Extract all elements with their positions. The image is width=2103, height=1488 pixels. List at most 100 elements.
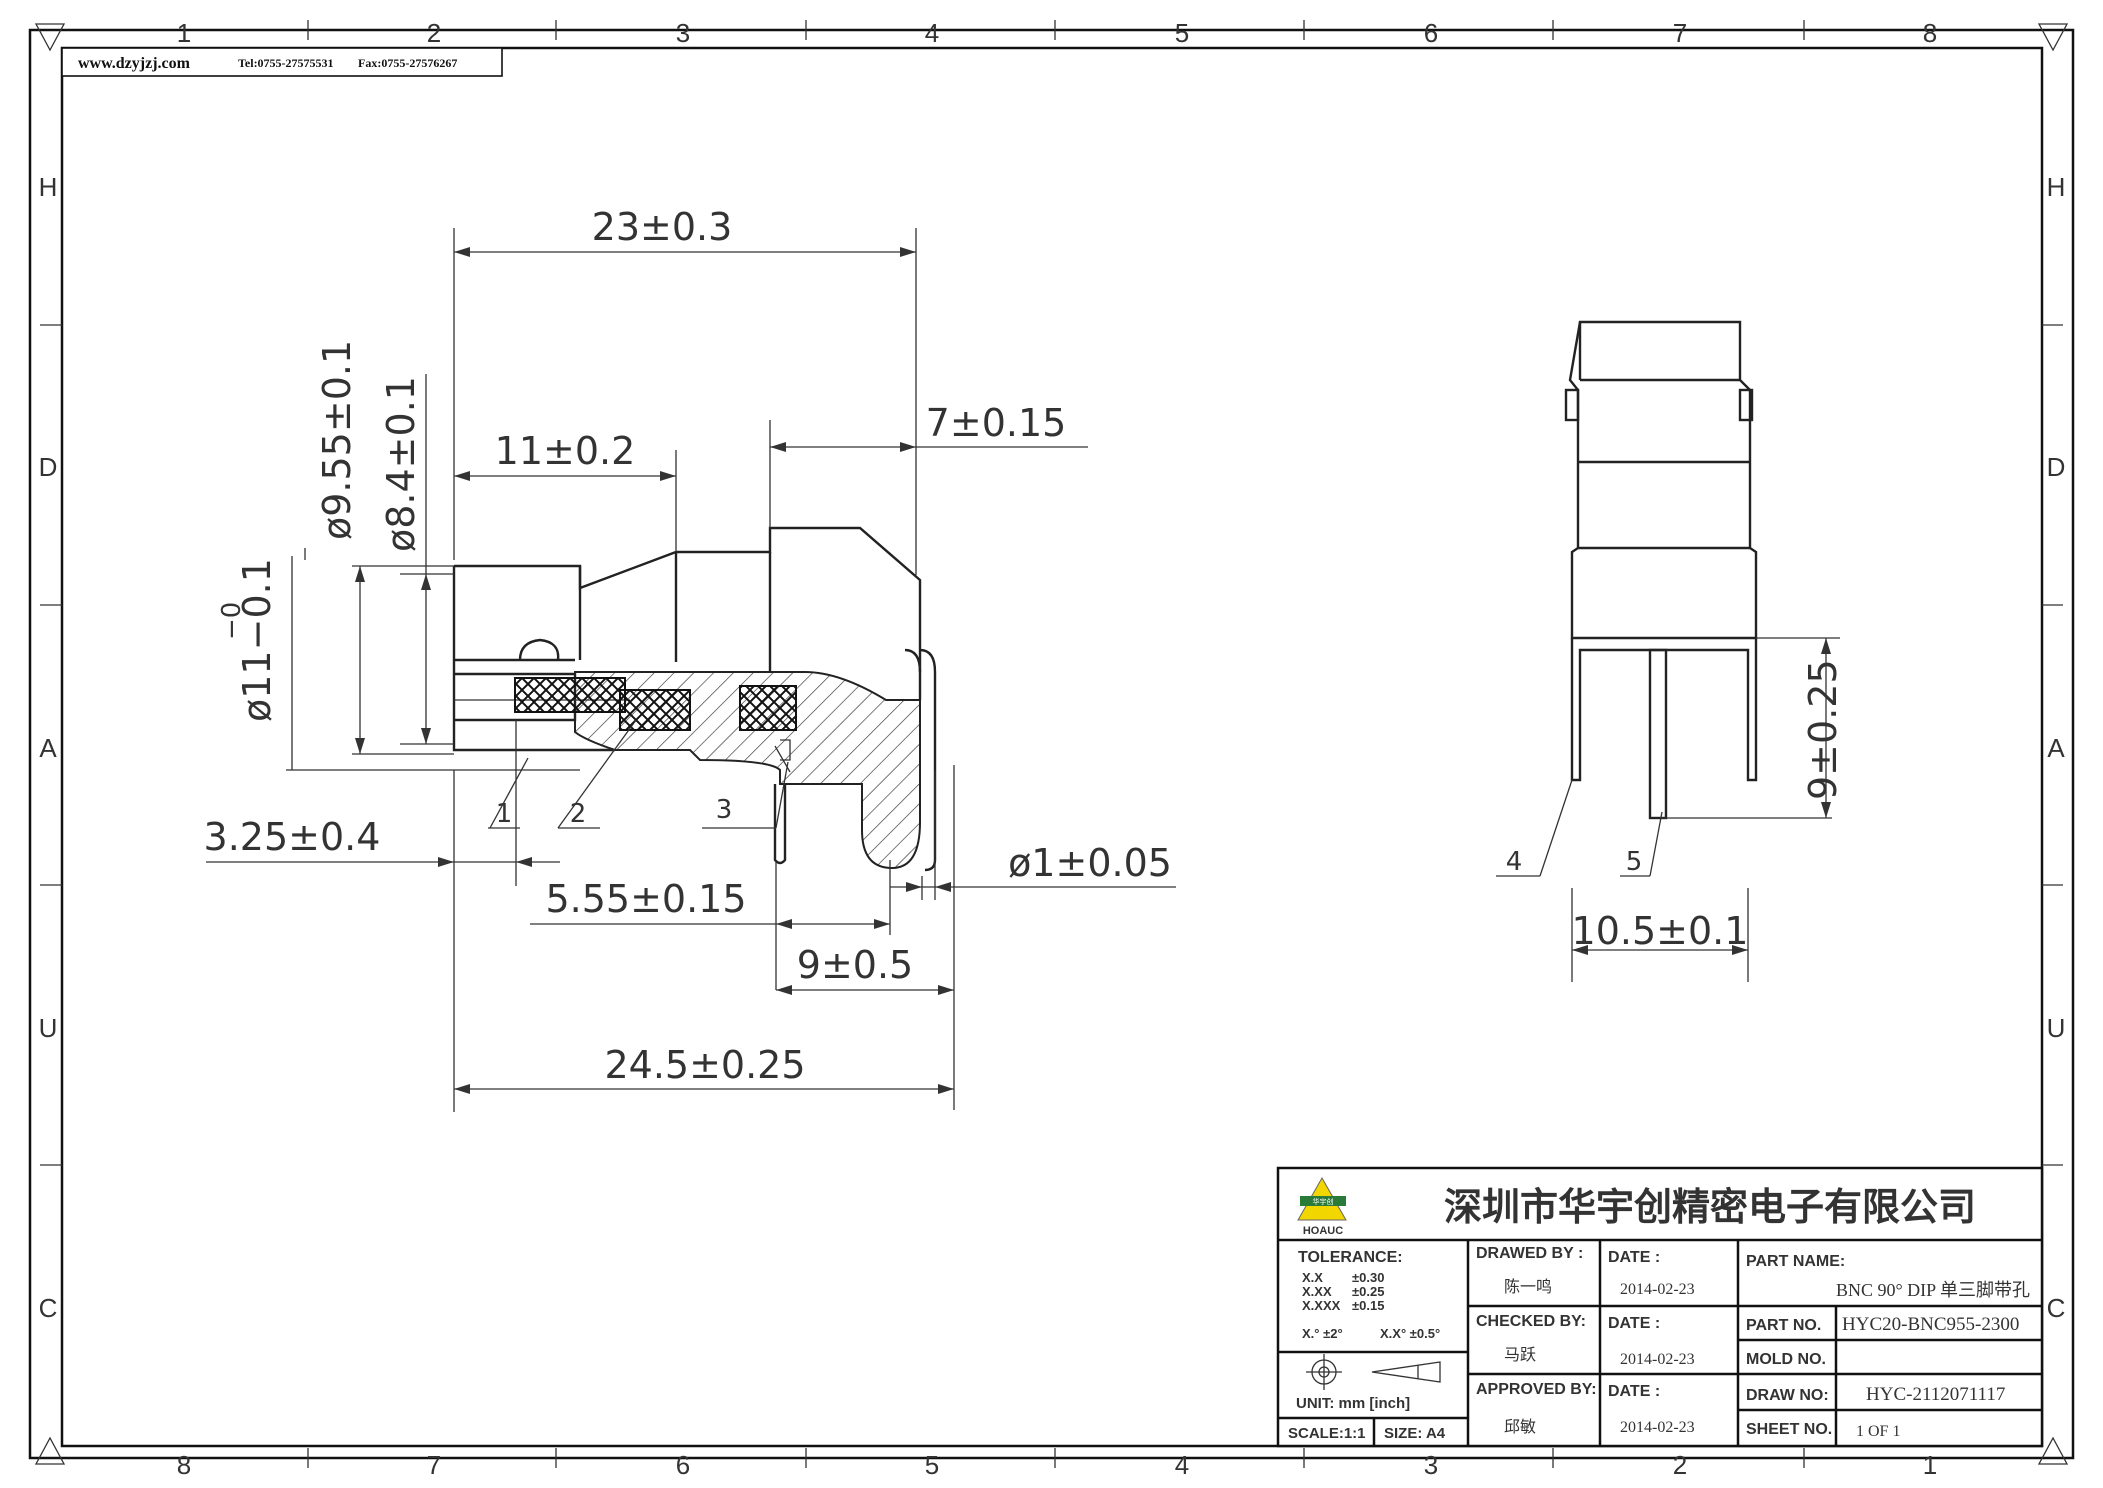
tol-row-2-val: ±0.25 — [1352, 1284, 1384, 1299]
company-logo: 华宇创 HOAUC — [1297, 1176, 1347, 1237]
part-no-label: PART NO. — [1746, 1317, 1821, 1334]
fax-text: Fax:0755-27576267 — [358, 56, 457, 70]
checked-by-value: 马跃 — [1504, 1346, 1536, 1364]
zone-top-6: 6 — [1424, 18, 1438, 48]
tol-angle-a: X.° ±2° — [1302, 1326, 1343, 1341]
zone-right-A: A — [2047, 733, 2065, 763]
dim-84: ø8.4±0.1 — [379, 376, 423, 552]
approved-by-value: 邱敏 — [1504, 1418, 1536, 1436]
draw-no-value: HYC-2112071117 — [1866, 1384, 2005, 1405]
logo-text: HOAUC — [1303, 1225, 1343, 1237]
balloon-1: 1 — [496, 799, 513, 829]
website-text[interactable]: www.dzyjzj.com — [78, 55, 191, 72]
zone-right-U: U — [2047, 1013, 2066, 1043]
tol-row-2-key: X.XX — [1302, 1284, 1332, 1299]
zone-left-A: A — [39, 733, 57, 763]
zone-top-2: 2 — [427, 18, 441, 48]
checked-by-label: CHECKED BY: — [1476, 1313, 1586, 1330]
zone-left-U: U — [39, 1013, 58, 1043]
approved-by-label: APPROVED BY: — [1476, 1381, 1597, 1398]
part-name-label: PART NAME: — [1746, 1253, 1845, 1270]
title-block: 华宇创 HOAUC 深圳市华宇创精密电子有限公司 TOLERANCE: X.X … — [1276, 1166, 2044, 1448]
date-label-2: DATE : — [1608, 1315, 1660, 1332]
scale-text: SCALE:1:1 — [1288, 1425, 1366, 1442]
date-value-3: 2014-02-23 — [1620, 1419, 1695, 1436]
date-value-2: 2014-02-23 — [1620, 1351, 1695, 1368]
draw-no-label: DRAW NO: — [1746, 1387, 1829, 1404]
zone-bottom-6: 6 — [676, 1450, 690, 1480]
dim-11-dia: ø11−0.1 — [235, 558, 279, 722]
company-name: 深圳市华宇创精密电子有限公司 — [1444, 1185, 1976, 1229]
dim-555: 5.55±0.15 — [545, 877, 746, 921]
balloon-5: 5 — [1626, 847, 1643, 877]
drawed-by-value: 陈一鸣 — [1504, 1278, 1552, 1296]
part-no-value: HYC20-BNC955-2300 — [1842, 1314, 2019, 1335]
dim-955: ø9.55±0.1 — [315, 340, 359, 540]
zone-left-C: C — [39, 1293, 58, 1323]
tol-angle-b: X.X° ±0.5° — [1380, 1326, 1440, 1341]
sheet-frame — [28, 20, 2075, 1468]
mold-no-label: MOLD NO. — [1746, 1351, 1826, 1368]
date-label-3: DATE : — [1608, 1383, 1660, 1400]
zone-left-H: H — [39, 172, 58, 202]
front-view-dims: 9±0.25 10.5±0.1 4 5 — [1496, 638, 1845, 982]
dim-23: 23±0.3 — [592, 205, 733, 249]
tol-row-1-val: ±0.30 — [1352, 1270, 1384, 1285]
zone-right-D: D — [2047, 452, 2066, 482]
zone-left-D: D — [39, 452, 58, 482]
zone-right-C: C — [2047, 1293, 2066, 1323]
insulator-3 — [739, 685, 797, 731]
zone-bottom-8: 8 — [177, 1450, 191, 1480]
balloon-3: 3 — [716, 795, 733, 825]
dim-pin-dia: ø1±0.05 — [1008, 841, 1172, 885]
insulator-1 — [514, 677, 626, 713]
zone-bottom-3: 3 — [1424, 1450, 1438, 1480]
sheet-no-value: 1 OF 1 — [1856, 1423, 1900, 1440]
balloon-4: 4 — [1506, 847, 1523, 877]
side-view — [452, 526, 937, 872]
dim-front-9: 9±0.25 — [1801, 659, 1845, 800]
tol-row-3-key: X.XXX — [1302, 1298, 1341, 1313]
dim-front-105: 10.5±0.1 — [1572, 909, 1749, 953]
tol-row-3-val: ±0.15 — [1352, 1298, 1384, 1313]
zone-bottom-1: 1 — [1923, 1450, 1937, 1480]
dim-7: 7±0.15 — [926, 401, 1067, 445]
zone-top-7: 7 — [1673, 18, 1687, 48]
side-view-dims: 23±0.3 11±0.2 7±0.15 ø9.55±0.1 ø8.4±0.1 … — [204, 205, 1176, 1112]
zone-bottom-4: 4 — [1175, 1450, 1189, 1480]
part-name-value: BNC 90° DIP 单三脚带孔 — [1836, 1280, 2030, 1300]
unit-text: UNIT: mm [inch] — [1296, 1395, 1410, 1412]
tol-row-1-key: X.X — [1302, 1270, 1323, 1285]
insulator-2 — [619, 689, 691, 731]
logo-mark: 华宇创 — [1313, 1197, 1334, 1206]
zone-bottom-7: 7 — [427, 1450, 441, 1480]
zone-right-H: H — [2047, 172, 2066, 202]
zone-bottom-5: 5 — [925, 1450, 939, 1480]
zone-top-8: 8 — [1923, 18, 1937, 48]
drawed-by-label: DRAWED BY : — [1476, 1245, 1583, 1262]
dim-9: 9±0.5 — [797, 943, 913, 987]
side-view-balloons: 1 2 3 — [488, 719, 789, 829]
tolerance-title: TOLERANCE: — [1298, 1249, 1403, 1266]
header-info: www.dzyjzj.com Tel:0755-27575531 Fax:075… — [61, 47, 503, 77]
date-label-1: DATE : — [1608, 1249, 1660, 1266]
dim-325: 3.25±0.4 — [204, 815, 381, 859]
size-text: SIZE: A4 — [1384, 1425, 1446, 1442]
zone-labels: 1 2 3 4 5 6 7 8 8 7 6 5 4 3 2 1 H D A U … — [39, 18, 2066, 1480]
projection-symbol-icon — [1306, 1354, 1441, 1390]
dim-11: 11±0.2 — [495, 429, 636, 473]
tel-text: Tel:0755-27575531 — [238, 56, 334, 70]
zone-bottom-2: 2 — [1673, 1450, 1687, 1480]
date-value-1: 2014-02-23 — [1620, 1281, 1695, 1298]
front-view — [1564, 320, 1840, 820]
zone-top-1: 1 — [177, 18, 191, 48]
balloon-2: 2 — [570, 799, 587, 829]
zone-top-3: 3 — [676, 18, 690, 48]
zone-top-4: 4 — [925, 18, 939, 48]
dim-245: 24.5±0.25 — [604, 1043, 805, 1087]
sheet-no-label: SHEET NO. — [1746, 1421, 1832, 1438]
dim-11-dia-upper: −0 — [217, 602, 247, 640]
zone-top-5: 5 — [1175, 18, 1189, 48]
front-body — [1568, 320, 1758, 640]
